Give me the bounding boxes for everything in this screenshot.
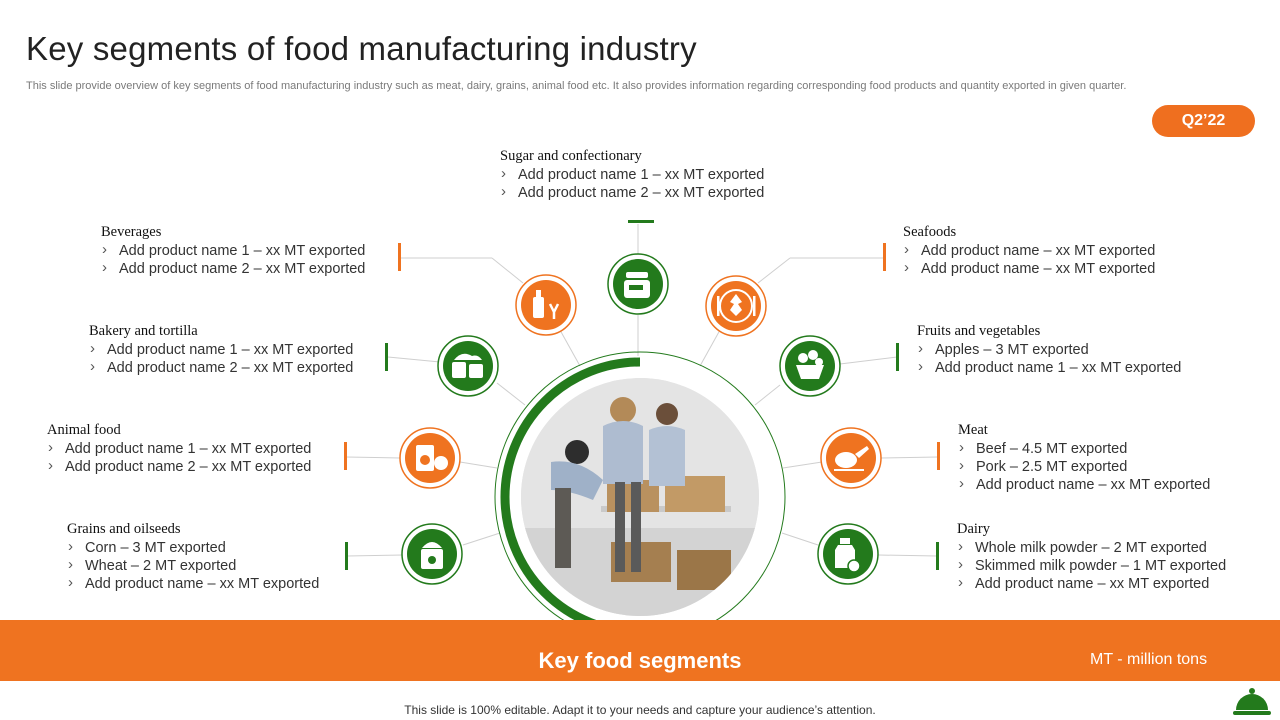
segment-item: Pork – 2.5 MT exported	[958, 457, 1210, 476]
segment-title: Animal food	[47, 422, 121, 438]
segment-item: Beef – 4.5 MT exported	[958, 439, 1210, 458]
segment-item: Add product name 2 – xx MT exported	[89, 358, 353, 377]
milk-bottle-icon	[817, 523, 879, 585]
segment-title: Beverages	[101, 224, 162, 240]
segment-sugar: Sugar and confectionary Add product name…	[500, 147, 764, 202]
segment-item: Whole milk powder – 2 MT exported	[957, 538, 1226, 557]
segment-item: Add product name – xx MT exported	[903, 241, 1155, 260]
segment-title: Sugar and confectionary	[500, 148, 642, 164]
editable-note: This slide is 100% editable. Adapt it to…	[404, 703, 876, 717]
segment-item: Wheat – 2 MT exported	[67, 556, 319, 575]
team-packing-photo	[521, 378, 759, 616]
segment-title: Meat	[958, 422, 988, 438]
segment-title: Seafoods	[903, 224, 957, 240]
segment-item: Add product name 1 – xx MT exported	[89, 340, 353, 359]
segment-fruits: Fruits and vegetables Apples – 3 MT expo…	[917, 322, 1181, 377]
segment-title: Grains and oilseeds	[67, 521, 181, 537]
sugar-jar-icon	[607, 253, 669, 315]
page-title: Key segments of food manufacturing indus…	[26, 30, 697, 67]
segment-item: Add product name – xx MT exported	[903, 259, 1155, 278]
fruit-basket-icon	[779, 335, 841, 397]
segment-item: Add product name 1 – xx MT exported	[47, 439, 311, 458]
footer-band	[0, 620, 1280, 681]
bread-icon	[437, 335, 499, 397]
bottle-icon	[515, 274, 577, 336]
segment-item: Corn – 3 MT exported	[67, 538, 319, 557]
cloche-icon	[1233, 688, 1271, 715]
segment-item: Add product name 1 – xx MT exported	[101, 241, 365, 260]
fish-plate-icon	[705, 275, 767, 337]
segment-grains: Grains and oilseeds Corn – 3 MT exported…	[67, 520, 319, 593]
segment-item: Skimmed milk powder – 1 MT exported	[957, 556, 1226, 575]
segment-title: Bakery and tortilla	[89, 323, 198, 339]
segment-meat: Meat Beef – 4.5 MT exported Pork – 2.5 M…	[958, 421, 1210, 494]
segment-item: Add product name – xx MT exported	[67, 574, 319, 593]
segment-dairy: Dairy Whole milk powder – 2 MT exported …	[957, 520, 1226, 593]
grain-container-icon	[401, 523, 463, 585]
segment-item: Add product name – xx MT exported	[957, 574, 1226, 593]
segment-item: Add product name 2 – xx MT exported	[101, 259, 365, 278]
segment-item: Add product name 2 – xx MT exported	[47, 457, 311, 476]
segment-bakery: Bakery and tortilla Add product name 1 –…	[89, 322, 353, 377]
segment-beverages: Beverages Add product name 1 – xx MT exp…	[101, 223, 365, 278]
quarter-badge: Q2’22	[1152, 105, 1255, 137]
footer-title: Key food segments	[538, 648, 742, 673]
segment-title: Dairy	[957, 521, 991, 537]
pet-food-icon	[399, 427, 461, 489]
unit-note: MT - million tons	[1090, 651, 1208, 668]
segment-item: Add product name 1 – xx MT exported	[500, 165, 764, 184]
segment-seafoods: Seafoods Add product name – xx MT export…	[903, 223, 1155, 278]
tick-markers	[344, 220, 940, 570]
roast-chicken-icon	[820, 427, 882, 489]
segment-title: Fruits and vegetables	[917, 323, 1041, 339]
connector-lines	[345, 224, 939, 557]
segment-animal-food: Animal food Add product name 1 – xx MT e…	[47, 421, 311, 476]
segment-item: Add product name 2 – xx MT exported	[500, 183, 764, 202]
ring-arc	[500, 357, 641, 637]
segment-item: Add product name 1 – xx MT exported	[917, 358, 1181, 377]
page-subtitle: This slide provide overview of key segme…	[26, 80, 1127, 92]
segment-item: Add product name – xx MT exported	[958, 475, 1210, 494]
segment-item: Apples – 3 MT exported	[917, 340, 1181, 359]
